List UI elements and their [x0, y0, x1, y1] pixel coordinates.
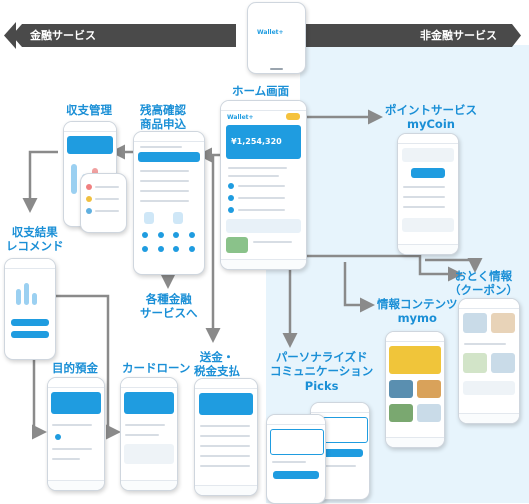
info-contents-phone[interactable]	[385, 331, 445, 448]
financial-services-link-label: 各種金融 サービスへ	[140, 292, 198, 321]
income-management-label: 収支管理	[66, 103, 112, 117]
transfer-phone[interactable]	[194, 378, 258, 496]
non-financial-banner-arrow	[296, 24, 521, 47]
arrow-result-to-cardloan	[54, 294, 121, 440]
non-financial-services-label: 非金融サービス	[420, 29, 497, 42]
arrow-home-to-coupon	[300, 254, 463, 282]
card-loan-label: カードローン	[122, 361, 191, 375]
card-loan-phone[interactable]	[120, 377, 178, 491]
balance-check-phone[interactable]	[133, 131, 205, 275]
financial-banner-tip	[4, 22, 16, 49]
coupon-label: おとく情報 （クーポン）	[449, 269, 518, 298]
balance-check-label: 残高確認 商品申込	[140, 103, 186, 132]
home-balance-card[interactable]: ¥1,254,320	[226, 125, 301, 159]
home-screen-phone[interactable]: Wallet+ ¥1,254,320	[220, 100, 307, 270]
arrow-home-to-info	[343, 262, 375, 313]
arrow-income-to-result	[22, 150, 58, 213]
transfer-label: 送金・ 税金支払	[194, 350, 240, 379]
financial-services-label: 金融サービス	[30, 29, 96, 42]
point-service-label: ポイントサービス myCoin	[385, 103, 477, 132]
picks-phone-front[interactable]	[266, 414, 326, 504]
home-balance: ¥1,254,320	[231, 137, 282, 146]
home-logo: Wallet+	[227, 114, 254, 121]
financial-banner-arrow	[14, 24, 236, 47]
top-phone-logo: Wallet+	[257, 29, 284, 36]
savings-phone[interactable]	[47, 377, 105, 491]
personalized-communication-label: パーソナライズド コミュニケーション Picks	[270, 350, 374, 393]
home-badge	[286, 113, 300, 120]
savings-label: 目的預金	[52, 361, 98, 375]
income-management-phone-front[interactable]	[80, 173, 127, 233]
income-result-label: 収支結果 レコメンド	[6, 225, 64, 254]
top-phone: Wallet+	[247, 2, 306, 74]
income-result-phone[interactable]	[4, 258, 56, 360]
home-screen-label: ホーム画面	[232, 84, 290, 98]
info-contents-label: 情報コンテンツ mymo	[377, 297, 458, 326]
arrow-point-to-coupon	[425, 258, 483, 273]
coupon-phone[interactable]	[458, 298, 520, 424]
point-service-phone[interactable]	[397, 133, 459, 255]
